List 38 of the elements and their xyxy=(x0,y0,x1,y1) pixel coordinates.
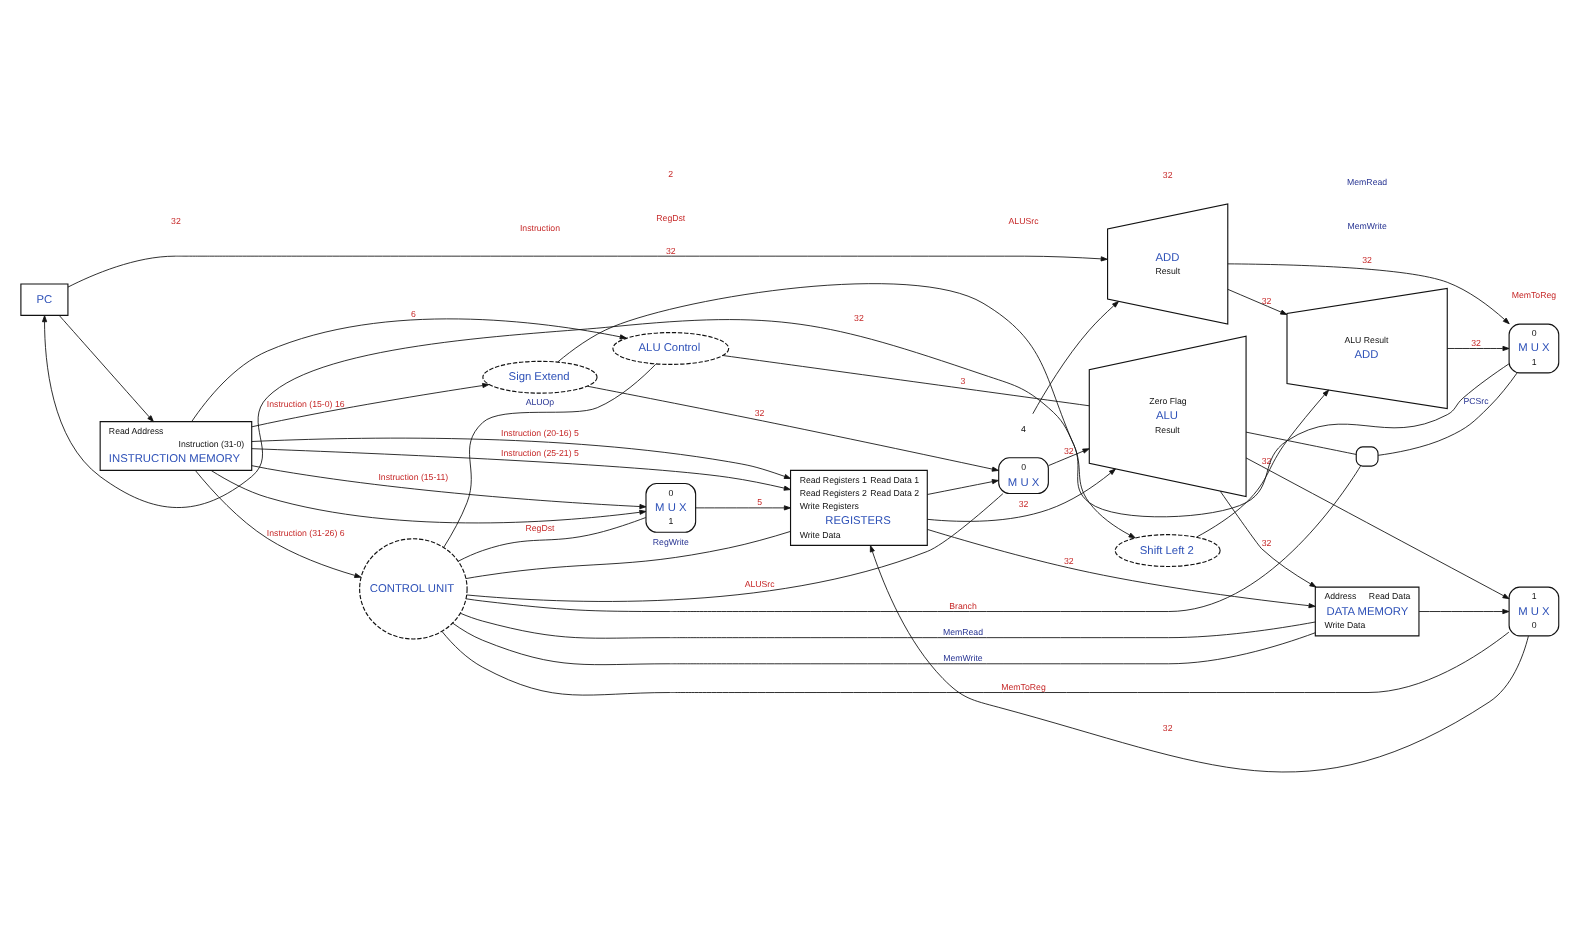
arrow xyxy=(195,470,362,578)
arrow xyxy=(41,315,1510,518)
arrow xyxy=(210,470,647,524)
arrow xyxy=(695,505,791,511)
arrow xyxy=(251,448,791,491)
arrow xyxy=(191,318,627,422)
arrow xyxy=(59,315,154,423)
arrow xyxy=(587,385,999,472)
arrow xyxy=(251,437,791,479)
arrow xyxy=(1227,288,1288,315)
connector xyxy=(443,363,657,548)
arrow xyxy=(869,545,1529,773)
connector xyxy=(441,631,1510,696)
arrow xyxy=(1032,301,1119,415)
connector xyxy=(465,465,1361,612)
arrow xyxy=(1227,263,1510,325)
connector xyxy=(466,493,1004,602)
connector xyxy=(460,612,1316,639)
arrow xyxy=(1219,490,1317,588)
arrow xyxy=(557,283,1136,539)
arrow xyxy=(1446,345,1510,352)
arrow xyxy=(1418,608,1510,615)
connector xyxy=(452,622,1316,666)
arrow xyxy=(251,382,490,428)
connector xyxy=(1377,372,1518,456)
arrow xyxy=(1048,448,1090,467)
connector xyxy=(465,530,791,579)
arrow xyxy=(927,479,999,495)
arrow xyxy=(1196,389,1330,538)
connector xyxy=(458,517,647,562)
connector xyxy=(1245,431,1357,455)
arrow xyxy=(67,255,1108,288)
connector xyxy=(722,355,1090,407)
arrow xyxy=(1245,457,1510,600)
arrow xyxy=(927,529,1316,609)
node-gate xyxy=(1355,446,1379,467)
arrow xyxy=(251,465,647,510)
arrow xyxy=(927,468,1116,522)
